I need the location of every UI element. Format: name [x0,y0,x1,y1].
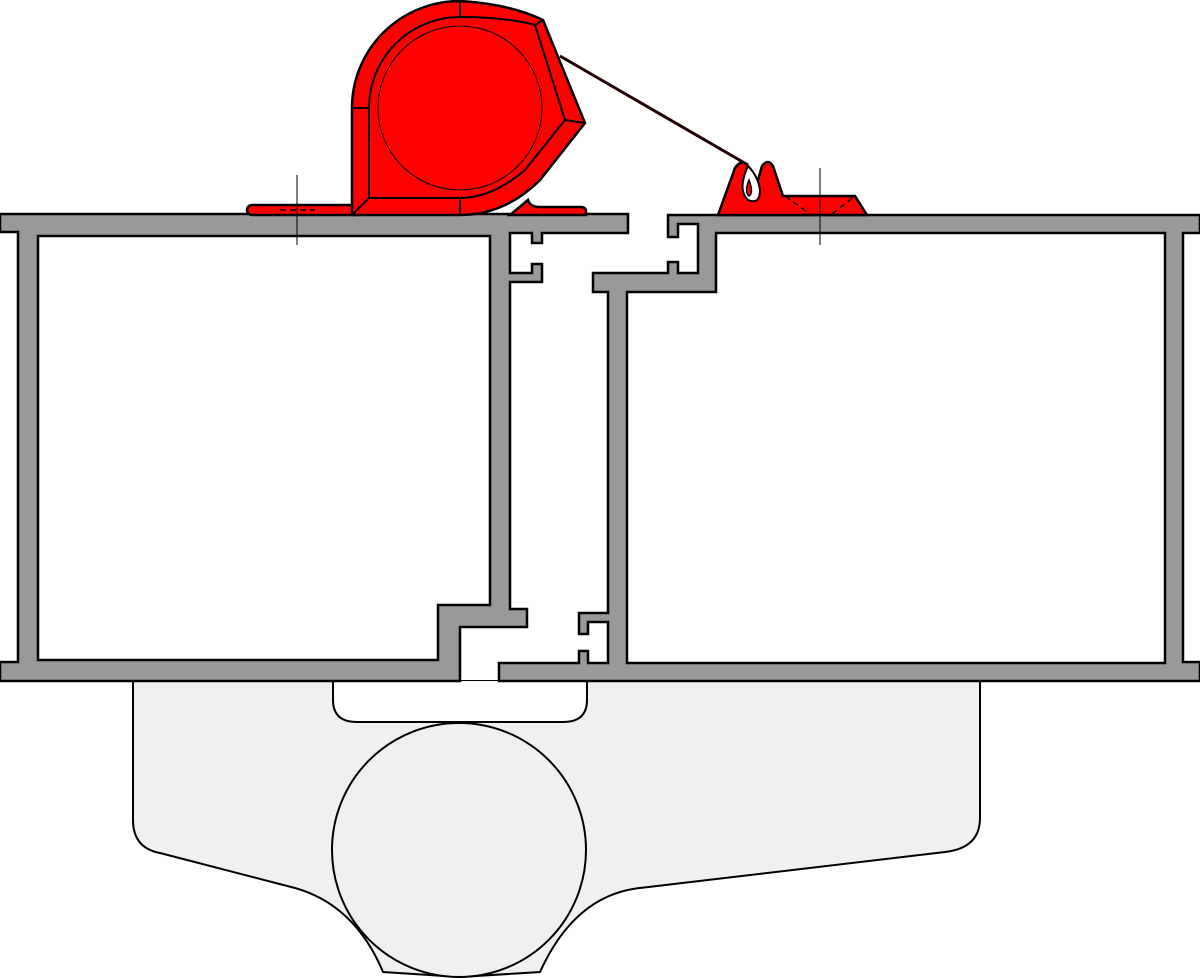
round-bar [331,722,587,978]
right-profile [497,213,1200,683]
tension-wire [559,54,749,167]
tape-reel [377,25,543,191]
left-profile [0,212,630,683]
hook-clip [716,160,870,217]
tensioner-right-foot [506,197,588,217]
clip-eye [741,164,762,203]
tensioner [245,0,588,217]
bracket-notch [332,681,588,723]
